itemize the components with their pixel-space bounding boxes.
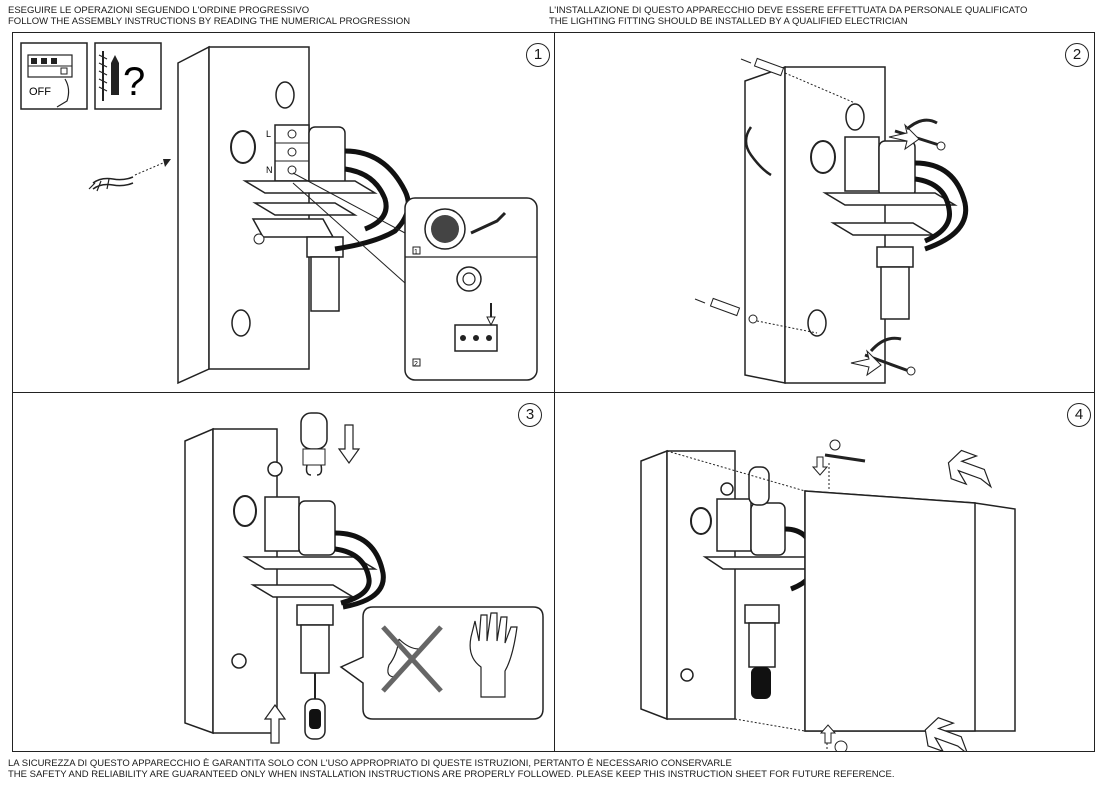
wall-plug-bottom-icon (694, 297, 818, 334)
off-label: OFF (29, 86, 51, 98)
step-2-panel: 2 (555, 33, 1095, 392)
footer: LA SICUREZZA DI QUESTO APPARECCHIO È GAR… (8, 758, 895, 780)
grid-divider-horizontal (13, 392, 1094, 394)
step-1-number: 1 (526, 43, 550, 67)
step-1-illustration: OFF ? (20, 42, 538, 385)
arrow-up-icon (263, 703, 287, 744)
terminal-label-l: L (266, 129, 271, 139)
header-left: ESEGUIRE LE OPERAZIONI SEGUENDO L'ORDINE… (8, 5, 411, 27)
bracket-and-lampholder (242, 148, 411, 312)
wall-plug-top-icon (740, 57, 856, 104)
footer-line1: LA SICUREZZA DI QUESTO APPARECCHIO È GAR… (8, 758, 732, 769)
screw-bottom-icon (850, 336, 916, 377)
screwdriver-icon (304, 673, 326, 740)
step-3-number: 3 (518, 403, 542, 427)
power-off-icon: OFF (20, 42, 88, 110)
terminal-block: L N (266, 124, 346, 190)
header-right-line1: L'INSTALLAZIONE DI QUESTO APPARECCHIO DE… (549, 5, 1028, 16)
g9-bulb-icon (300, 412, 328, 476)
supply-cable-icon (88, 159, 171, 192)
step-2-illustration (694, 57, 969, 384)
gloves-callout (339, 606, 544, 720)
step-1-panel: 1 OFF ? (13, 33, 554, 392)
step-4-number: 4 (1067, 403, 1091, 427)
lampholder-assembly (242, 496, 386, 674)
screw-top-icon (888, 118, 946, 151)
arrow-left-bottom-icon (924, 717, 969, 751)
step-4-illustration (640, 439, 1016, 751)
wall-plate (640, 449, 736, 721)
header-right-line2: THE LIGHTING FITTING SHOULD BE INSTALLED… (549, 15, 908, 27)
wiring-callout: 1 2 (404, 197, 538, 381)
instruction-grid: 1 OFF ? (12, 32, 1095, 752)
supply-cable (744, 126, 772, 177)
callout-label-2: 2 (414, 361, 418, 368)
terminal-label-n: N (266, 165, 273, 175)
header-left-line1: ESEGUIRE LE OPERAZIONI SEGUENDO L'ORDINE… (8, 5, 310, 16)
header-left-line2: FOLLOW THE ASSEMBLY INSTRUCTIONS BY READ… (8, 15, 411, 27)
step-2-number: 2 (1065, 43, 1089, 67)
glove-icon (469, 612, 518, 698)
wall-plate (184, 427, 283, 735)
arrow-down-icon (337, 424, 361, 465)
step-4-panel: 4 (555, 393, 1095, 751)
bottom-screw-icon (819, 724, 848, 751)
header-right: L'INSTALLAZIONE DI QUESTO APPARECCHIO DE… (549, 5, 1028, 27)
lamp-assembly (702, 466, 826, 699)
top-screw-icon (811, 439, 866, 491)
callout-label-1: 1 (414, 249, 418, 256)
screw-wallplug-question-icon: ? (94, 42, 162, 110)
cover-box (666, 450, 1016, 732)
arrow-left-top-icon (947, 449, 993, 489)
question-mark: ? (123, 60, 145, 104)
footer-line2: THE SAFETY AND RELIABILITY ARE GUARANTEE… (8, 768, 895, 780)
step-3-panel: 3 (13, 393, 554, 751)
terminal-block (822, 136, 969, 320)
step-3-illustration (184, 412, 544, 744)
